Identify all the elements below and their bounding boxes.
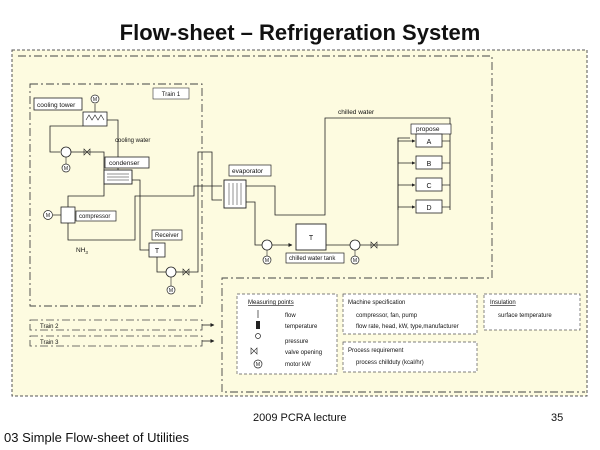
- evaporator-label: evaporator: [232, 168, 264, 175]
- cooling-water-pump-motor-icon: [61, 163, 71, 173]
- evaporator-unit: [223, 179, 247, 209]
- tank-temperature-icon: T: [309, 235, 314, 242]
- cooling-water-valve-icon: [83, 148, 91, 156]
- evaporator-pump-motor-icon: [262, 255, 272, 265]
- process-pump-icon: [349, 239, 361, 251]
- chilled-water-label: chilled water: [338, 109, 375, 116]
- process-pump-motor-icon: [350, 255, 360, 265]
- process-b-box: [415, 155, 443, 170]
- legend-insulation-box: [483, 293, 581, 331]
- legend-process-title: Process requirement: [348, 348, 404, 354]
- legend-item-motor-kw: motor kW: [285, 362, 311, 368]
- train3-label: Train 3: [40, 340, 59, 346]
- chilled-water-tank-label: chilled water tank: [289, 256, 336, 262]
- legend-item-flow: flow: [285, 313, 296, 319]
- compressor-motor-letter: M: [46, 213, 50, 219]
- legend-measuring-box: [236, 293, 338, 375]
- chilled-water-supply-line: [246, 117, 451, 216]
- compressor-label: compressor: [79, 214, 110, 220]
- process-d-box: [415, 199, 443, 214]
- receiver-label-box: [151, 229, 183, 241]
- cooling-water-label: cooling water: [115, 138, 150, 144]
- legend-insulation-line1: surface temperature: [498, 313, 552, 319]
- chilled-water-return-line: [246, 201, 262, 246]
- chilled-water-tank-label-box: [285, 252, 345, 264]
- process-c-label: C: [426, 183, 431, 190]
- slide-caption: 03 Simple Flow-sheet of Utilities: [4, 430, 189, 445]
- cooling-tower-label: cooling tower: [37, 102, 76, 109]
- legend-item-temperature: temperature: [285, 324, 318, 330]
- process-a-label: A: [427, 139, 432, 146]
- process-d-label: D: [426, 205, 431, 212]
- evaporator-pump-icon: [261, 239, 273, 251]
- evaporator-label-box: [228, 164, 272, 177]
- compressor-motor-icon: [43, 210, 53, 220]
- propose-label: propose: [416, 126, 440, 133]
- condenser-label: condenser: [109, 160, 140, 167]
- footer-lecture: 2009 PCRA lecture: [253, 412, 347, 424]
- evaporator-pump-motor-letter: M: [265, 258, 269, 264]
- cooling-tower-fan-motor-letter: M: [93, 97, 97, 103]
- legend-insulation-title: Insulation: [490, 300, 516, 306]
- process-c-box: [415, 177, 443, 192]
- process-valve-icon: [370, 241, 378, 249]
- refrigerant-valve-icon: [182, 268, 190, 276]
- train1-boundary: [29, 83, 203, 307]
- receiver-temperature-icon: T: [155, 248, 160, 255]
- cooling-tower-fan-motor-icon: [90, 94, 100, 104]
- receiver-label: Receiver: [155, 233, 179, 239]
- train1-label-box: [152, 87, 190, 100]
- chilled-water-tank: [295, 223, 327, 251]
- train1-label: Train 1: [162, 92, 181, 98]
- valve-opening-icon: [250, 347, 258, 355]
- temperature-icon: [256, 321, 260, 329]
- cooling-water-pump-icon: [60, 146, 72, 158]
- page-number: 35: [551, 412, 564, 424]
- cooling-water-supply-line: [49, 125, 83, 153]
- process-pump-motor-letter: M: [353, 258, 357, 264]
- legend-process-box: [342, 341, 478, 373]
- receiver-pump-icon: [165, 266, 177, 278]
- legend-machine-line2: flow rate, head, kW, type,manufacturer: [356, 324, 459, 330]
- motor-kw-letter: M: [256, 362, 260, 368]
- cooling-tower-fill-icon: [85, 114, 105, 121]
- cooling-water-pump-motor-letter: M: [64, 166, 68, 172]
- nh3-label: NH3: [76, 247, 88, 255]
- train2-label: Train 2: [40, 324, 59, 330]
- legend-machine-box: [342, 293, 478, 335]
- motor-kw-icon: [253, 359, 263, 369]
- legend-process-line1: process chillduty (kcal/hr): [356, 360, 424, 366]
- process-b-label: B: [427, 161, 432, 168]
- evaporator-tubes-icon: [228, 183, 242, 205]
- legend-item-valve-opening: valve opening: [285, 350, 322, 356]
- cooling-tower-box: [33, 97, 83, 111]
- system-boundary: [18, 55, 585, 393]
- pressure-icon: [255, 333, 261, 339]
- compressor-label-box: [75, 210, 117, 222]
- cooling-water-pump-outlet: [71, 151, 105, 170]
- legend-machine-title: Machine specification: [348, 300, 405, 306]
- receiver-pump-motor-icon: [166, 285, 176, 295]
- legend-machine-line1: compressor, fan, pump: [356, 313, 418, 319]
- condensate-line: [132, 179, 149, 251]
- receiver-pump-motor-letter: M: [169, 288, 173, 294]
- process-a-box: [415, 133, 443, 148]
- compressor-discharge-line: [67, 184, 105, 207]
- condenser-label-box: [104, 156, 150, 169]
- slide-title: Flow-sheet – Refrigeration System: [119, 20, 481, 45]
- nh3-suction-line: [67, 185, 222, 241]
- compressor-unit: [60, 206, 76, 224]
- condenser-tubes-icon: [107, 173, 129, 181]
- legend-item-pressure: pressure: [285, 339, 309, 345]
- legend-measuring-title: Measuring points: [248, 300, 294, 306]
- liquid-refrigerant-line: [176, 151, 222, 273]
- receiver-pump-inlet: [156, 257, 166, 273]
